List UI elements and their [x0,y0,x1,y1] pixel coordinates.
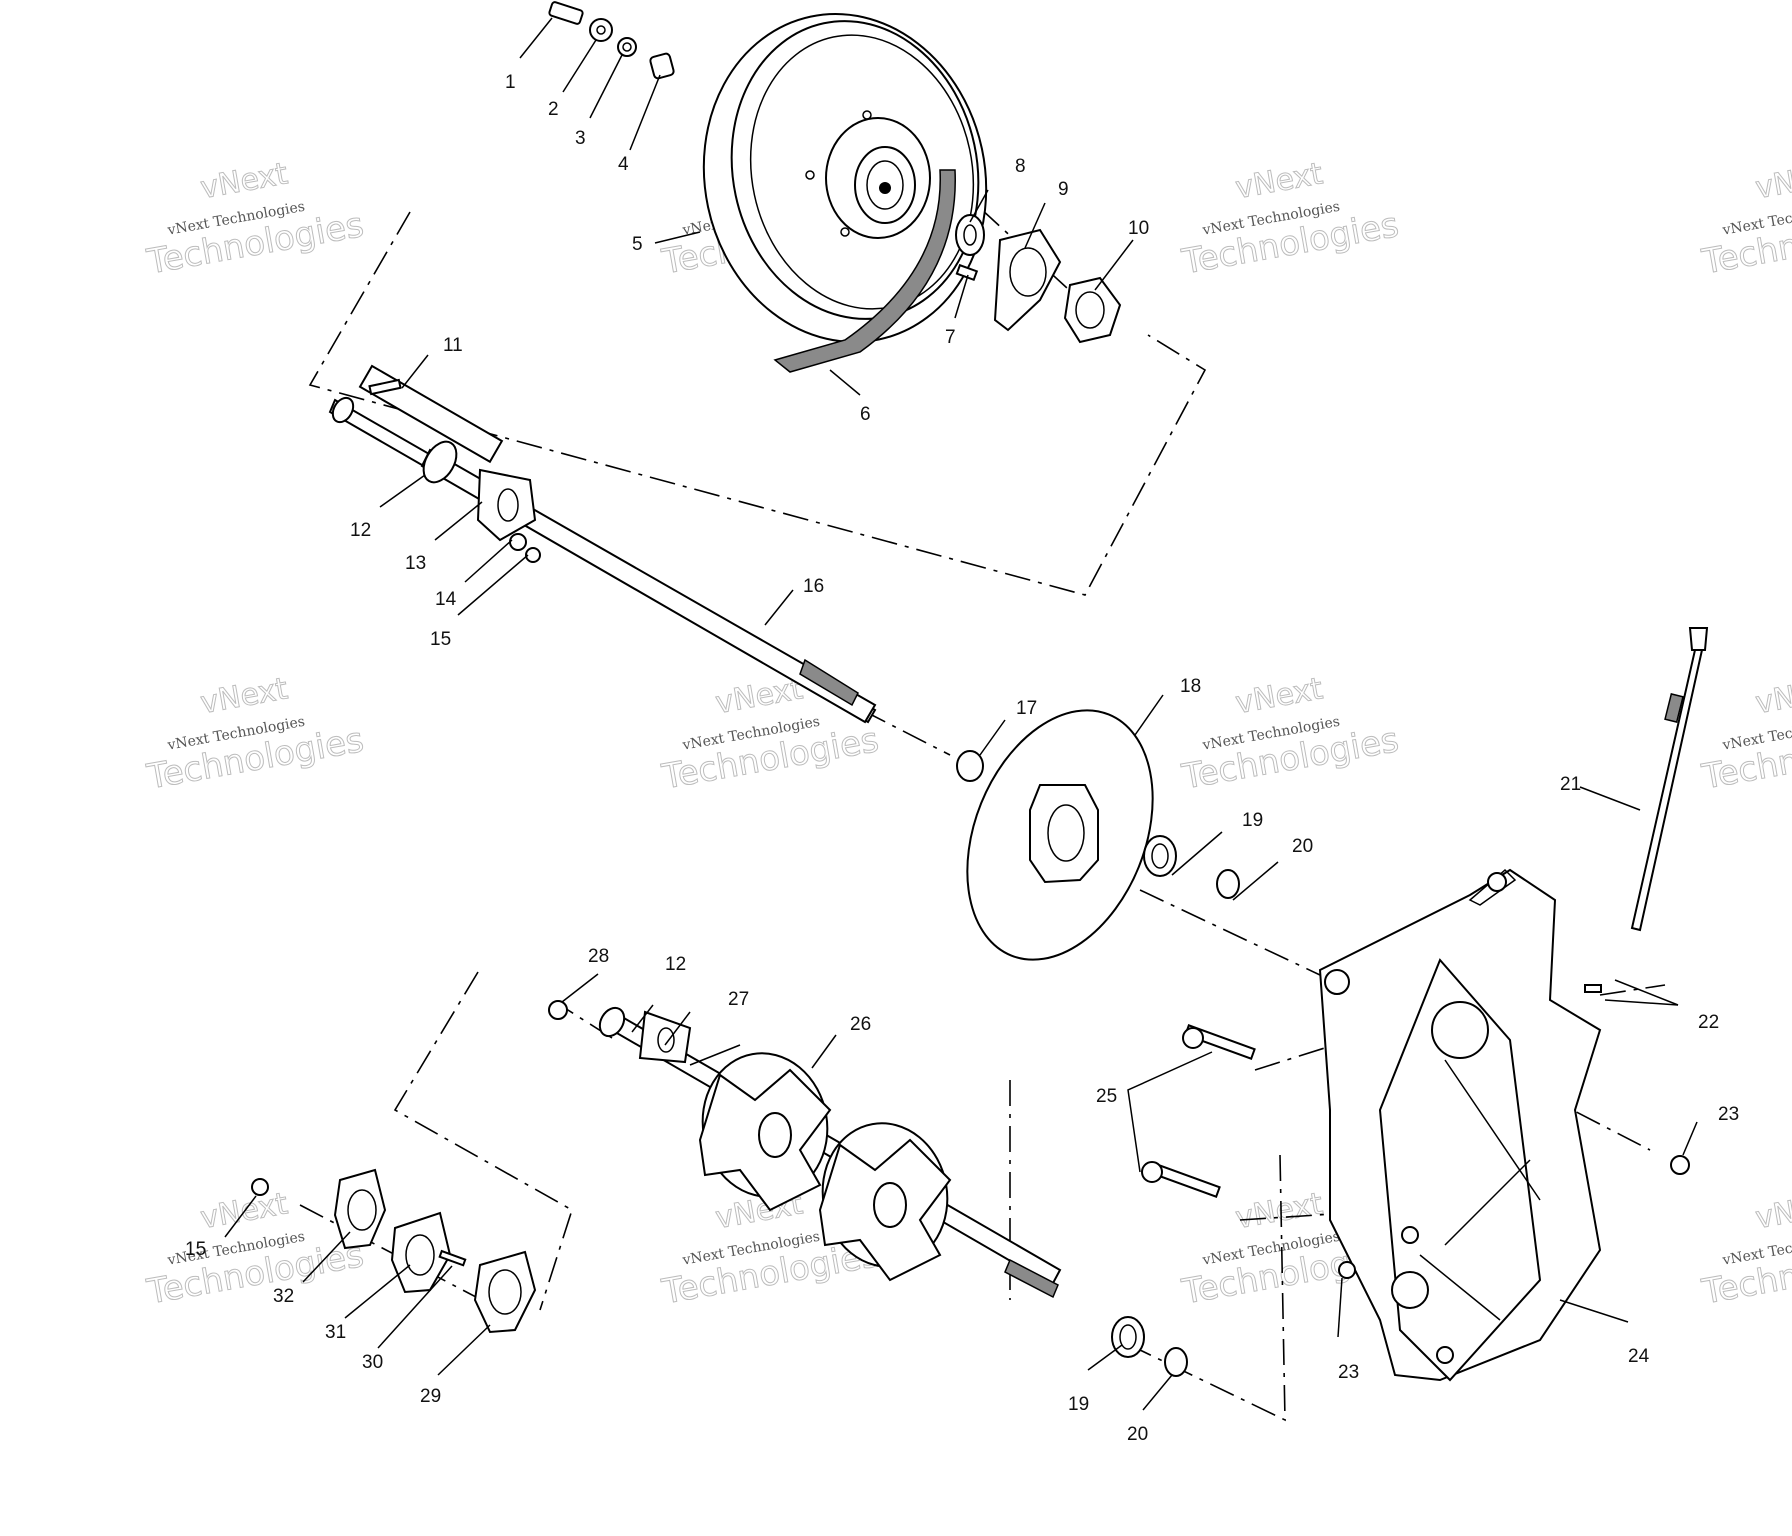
callout-27: 27 [728,989,749,1010]
watermark-line1: vNext [1233,671,1326,721]
speedo-cable-21 [1630,627,1709,932]
callout-5: 5 [632,234,643,255]
driveshaft-26 [598,1006,1062,1299]
callout-22: 22 [1698,1012,1719,1033]
callout-20: 20 [1292,836,1313,857]
callout-12-lower: 12 [665,954,686,975]
callout-23: 23 [1718,1104,1739,1125]
callout-12: 12 [350,520,371,541]
callout-31: 31 [325,1322,346,1343]
callout-15-lower: 15 [185,1239,206,1260]
callout-2: 2 [548,99,559,120]
callout-28: 28 [588,946,609,967]
callout-15: 15 [430,629,451,650]
watermark-line1: vNext [1233,1186,1326,1236]
driven-pulley-5 [702,13,988,343]
callout-20-lower: 20 [1127,1424,1148,1445]
callout-13: 13 [405,553,426,574]
bearing-flanges [251,1000,568,1334]
watermark-line1: vNext [198,671,291,721]
callout-23-lower: 23 [1338,1362,1359,1383]
callout-18: 18 [1180,676,1201,697]
callout-10: 10 [1128,218,1149,239]
callout-6: 6 [860,404,871,425]
callout-1: 1 [505,72,516,93]
callout-29: 29 [420,1386,441,1407]
jackshaft-16 [328,364,877,724]
callout-labels: 1 2 3 4 5 6 7 8 9 10 11 12 13 14 15 16 1… [185,72,1739,1445]
callout-3: 3 [575,128,586,149]
callout-17: 17 [1016,698,1037,719]
watermark-line1: vNext [1753,1186,1792,1236]
top-hardware [548,1,1122,344]
callout-16: 16 [803,576,824,597]
drive-belt-6 [773,169,956,373]
callout-14: 14 [435,589,457,610]
callout-32: 32 [273,1286,294,1307]
callout-21: 21 [1560,774,1581,795]
brake-disc-18 [956,709,1154,961]
callout-4: 4 [618,154,629,175]
watermark-line1: vNext [1753,156,1792,206]
chaincase-24 [1318,868,1690,1382]
callout-11: 11 [443,335,463,356]
callout-30: 30 [362,1352,383,1373]
callout-19-lower: 19 [1068,1394,1089,1415]
callout-7: 7 [945,327,956,348]
bolts-25 [1141,984,1602,1198]
callout-26: 26 [850,1014,871,1035]
watermark-line1: vNext [1753,671,1792,721]
watermark-line1: vNext [1233,156,1326,206]
callout-19: 19 [1242,810,1263,831]
leader-lines [224,17,1698,1411]
watermark-line1: vNext [198,156,291,206]
callout-25: 25 [1096,1086,1117,1107]
callout-24: 24 [1628,1346,1650,1367]
callout-9: 9 [1058,179,1069,200]
callout-8: 8 [1015,156,1026,177]
